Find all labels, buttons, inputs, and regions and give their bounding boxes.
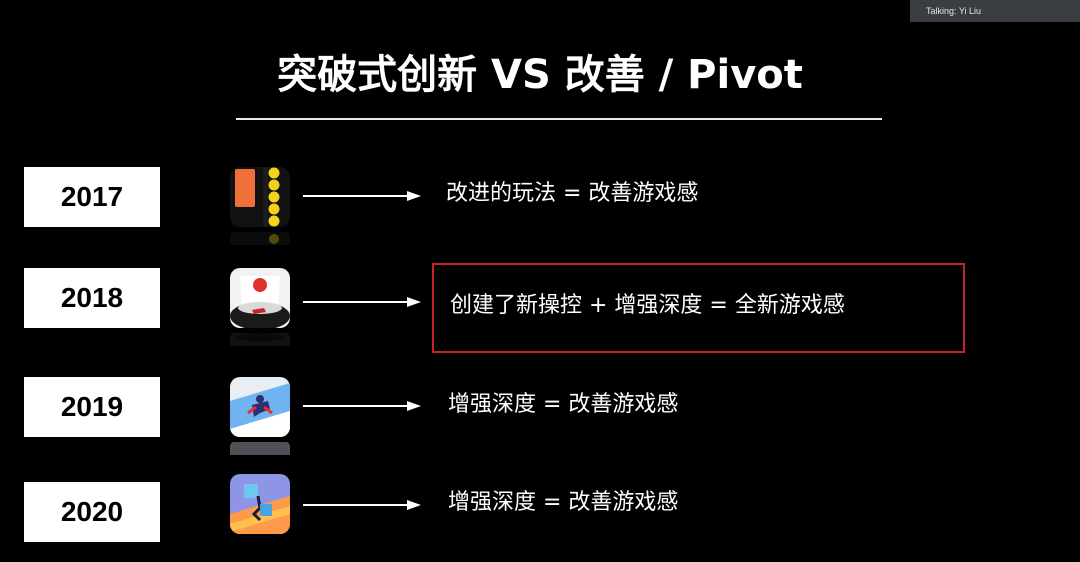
row-description-2020: 增强深度 = 改善游戏感 [448,490,679,515]
row-description-2019: 增强深度 = 改善游戏感 [448,392,679,417]
arrow-icon [303,191,421,201]
ball-stack-game-icon [230,167,290,227]
year-label-2018: 2018 [24,268,160,328]
arrow-icon [303,297,421,307]
slide-title: 突破式创新 VS 改善 / Pivot [277,52,803,98]
row-description-2018: 创建了新操控 + 增强深度 = 全新游戏感 [450,293,845,318]
block-climb-game-icon [230,474,290,534]
highlight-box [432,263,965,353]
talking-indicator: Talking: Yi Liu [910,0,1080,22]
icon-reflection [230,332,290,346]
title-divider [236,118,882,120]
year-label-2020: 2020 [24,482,160,542]
runner-game-icon [230,377,290,437]
icon-reflection [230,441,290,455]
icon-reflection [230,231,290,245]
helix-ball-game-icon [230,268,290,328]
arrow-icon [303,500,421,510]
year-label-2019: 2019 [24,377,160,437]
row-description-2017: 改进的玩法 = 改善游戏感 [446,181,699,206]
year-label-2017: 2017 [24,167,160,227]
arrow-icon [303,401,421,411]
